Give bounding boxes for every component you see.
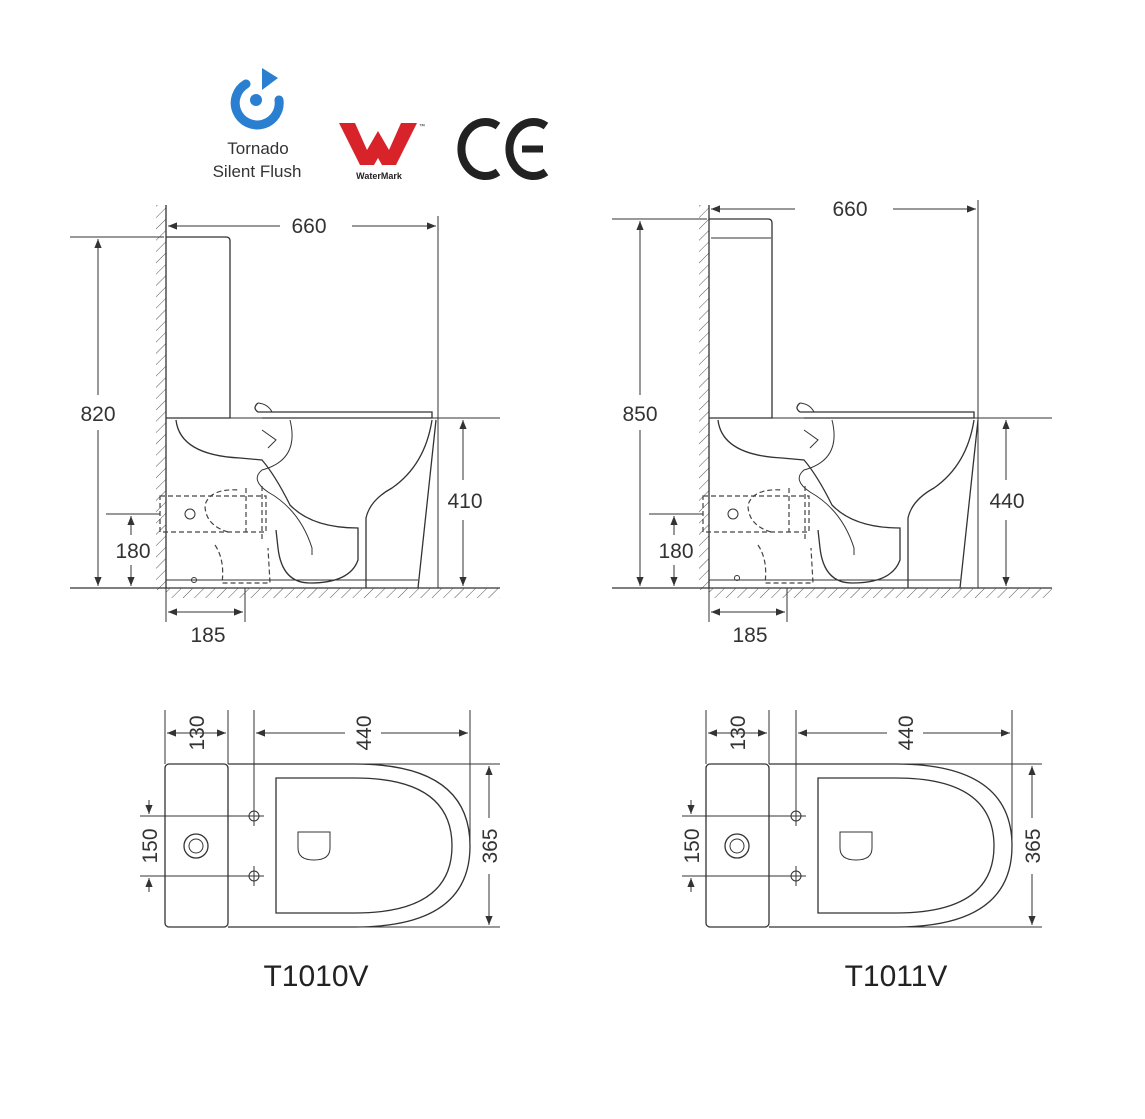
dim-outlet-height-180: 180 [658, 540, 693, 563]
watermark-label: WaterMark [356, 171, 403, 181]
watermark-logo: ™ WaterMark [339, 123, 425, 181]
dim-outlet-height-180: 180 [115, 540, 150, 563]
model-label: T1011V [845, 960, 948, 993]
tornado-line1: Tornado [227, 139, 288, 158]
dim-fixing-spacing-150: 150 [139, 828, 162, 863]
fixing-hole-bottom [786, 866, 806, 886]
model-label: T1010V [263, 960, 368, 993]
dim-width-660: 660 [291, 215, 326, 238]
tornado-logo: Tornado Silent Flush [213, 68, 302, 181]
dim-outlet-offset-185: 185 [732, 624, 767, 647]
side-view-t1011v: 660 850 440 180 185 [612, 198, 1052, 647]
dim-fixing-spacing-150: 150 [681, 828, 704, 863]
dim-height-820: 820 [80, 403, 115, 426]
top-view-t1011v: 130 440 150 365 T1011V [681, 710, 1045, 993]
dim-width-365: 365 [1022, 828, 1045, 863]
top-view-t1010v: 130 440 150 365 T1010V [139, 710, 502, 993]
tornado-flush-icon [230, 68, 284, 130]
dim-bowl-length-440: 440 [895, 715, 918, 750]
dim-tank-depth-130: 130 [727, 715, 750, 750]
dim-width-365: 365 [479, 828, 502, 863]
watermark-tm: ™ [419, 123, 425, 130]
watermark-w-icon [339, 123, 417, 165]
dim-bowl-length-440: 440 [353, 715, 376, 750]
dim-seat-height-410: 410 [447, 490, 482, 513]
fixing-hole-top [786, 806, 806, 826]
tornado-line2: Silent Flush [213, 162, 302, 181]
dim-seat-height-440: 440 [989, 490, 1024, 513]
side-view-t1010v: 660 820 410 180 185 [70, 205, 500, 647]
fixing-hole-top [244, 806, 264, 826]
dim-tank-depth-130: 130 [186, 715, 209, 750]
dim-height-850: 850 [622, 403, 657, 426]
ce-mark [457, 118, 549, 180]
dim-width-660: 660 [832, 198, 867, 221]
dim-outlet-offset-185: 185 [190, 624, 225, 647]
fixing-hole-bottom [244, 866, 264, 886]
